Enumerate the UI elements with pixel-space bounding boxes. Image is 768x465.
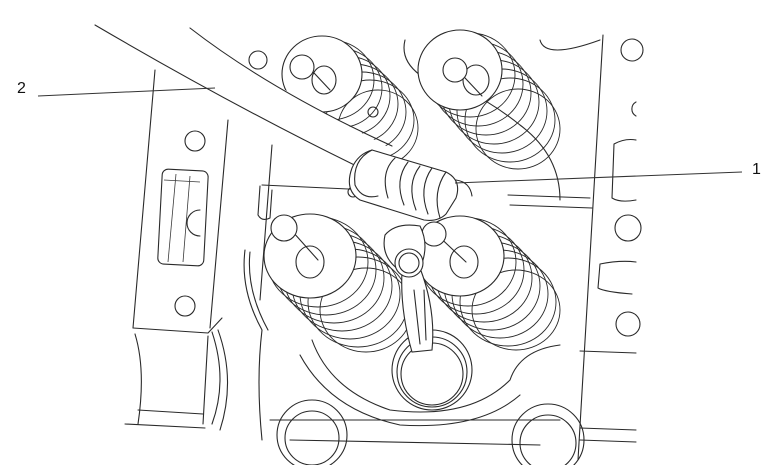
tube	[94, 24, 393, 176]
leader-line-2	[37, 87, 216, 97]
leader-lines	[37, 87, 743, 184]
rocker-arm	[383, 224, 434, 353]
leader-line-1	[454, 171, 743, 184]
cylinder-head	[243, 39, 601, 446]
callout-2-label: 2	[17, 80, 26, 97]
callout-1-label: 1	[752, 161, 761, 178]
valve-spring-upper-right	[417, 29, 561, 170]
valve-spring-lower-left	[263, 213, 413, 353]
left-bracket	[124, 50, 273, 431]
right-frame	[507, 34, 644, 461]
tube-connector	[348, 149, 473, 221]
valve-spring-lower-right	[415, 215, 561, 351]
